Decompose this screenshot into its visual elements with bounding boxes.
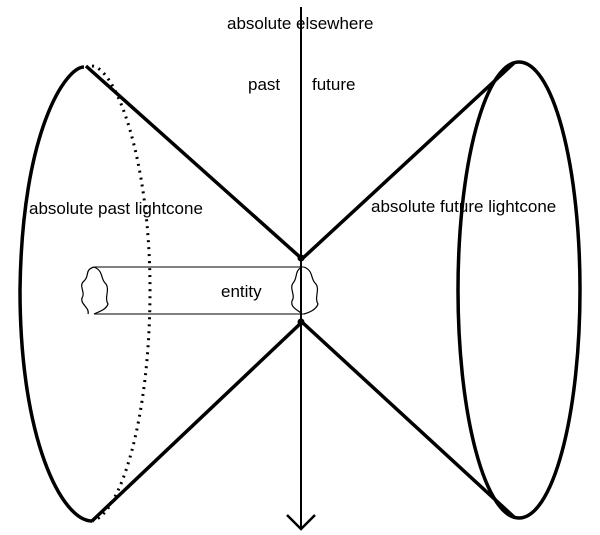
- past-label: past: [248, 75, 281, 94]
- past-cone-upper-edge: [84, 64, 303, 260]
- future-label: future: [312, 75, 356, 94]
- entity-tube-present-end: [291, 266, 303, 315]
- absolute-future-lightcone-label: absolute future lightcone: [371, 197, 557, 216]
- entity-tube-present-end-outline: [303, 266, 319, 315]
- past-cone-hidden-rim: [91, 64, 152, 523]
- absolute-elsewhere-label: absolute elsewhere: [227, 14, 374, 33]
- entity-tube-past-end-outline: [93, 266, 109, 315]
- future-cone-rim: [456, 60, 582, 520]
- future-cone-upper-edge: [301, 61, 516, 260]
- past-cone-outer-rim: [18, 65, 93, 523]
- past-cone-tip-point: [297, 254, 305, 262]
- entity-label: entity: [221, 282, 262, 301]
- entity-tube-past-end: [81, 266, 95, 315]
- time-axis-arrowhead: [286, 514, 316, 531]
- future-cone-lower-edge: [301, 321, 516, 519]
- absolute-past-lightcone-label: absolute past lightcone: [29, 199, 203, 218]
- past-cone-lower-edge: [90, 321, 303, 523]
- future-cone-tip-point: [297, 318, 305, 326]
